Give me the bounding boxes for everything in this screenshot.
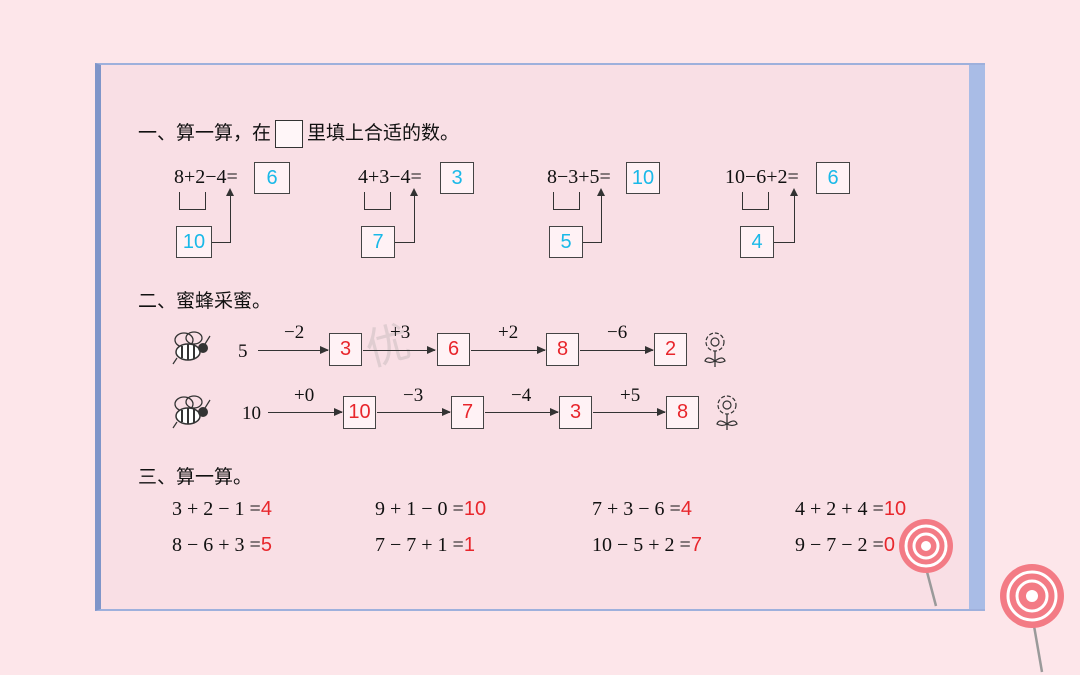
calc-item: 3 + 2 − 1 =4 (172, 498, 272, 521)
bracket-line (768, 192, 770, 210)
calc-expr: 3 + 2 − 1 = (172, 498, 261, 520)
calc-item: 4 + 2 + 4 =10 (795, 498, 906, 521)
arrow-icon (268, 407, 343, 417)
arrow-line (774, 242, 795, 244)
arrow-line (794, 194, 796, 243)
calc-answer: 4 (680, 498, 692, 520)
calc-expr: 7 + 3 − 6 = (592, 498, 681, 520)
bracket-line (553, 192, 555, 210)
blank-box-icon (275, 119, 304, 148)
arrow-icon (485, 407, 559, 417)
calc-answer: 4 (260, 498, 272, 520)
arrow-icon (593, 407, 666, 417)
arrow-icon (471, 345, 546, 355)
calc-expr: 9 − 7 − 2 = (795, 534, 884, 556)
bracket-line (364, 209, 391, 211)
chain-op: −6 (607, 322, 628, 343)
calc-answer: 10 (883, 498, 907, 520)
s1-expr: 10−6+2= (725, 166, 799, 188)
chain-result-box: 2 (654, 333, 687, 366)
flower-icon (716, 395, 738, 430)
calc-item: 7 + 3 − 6 =4 (592, 498, 692, 521)
section1-heading-prefix: 一、算一算，在 (138, 122, 272, 144)
chain-op: +3 (390, 322, 411, 343)
calc-expr: 4 + 2 + 4 = (795, 498, 884, 520)
section1-heading-suffix: 里填上合适的数。 (307, 122, 460, 144)
s1-intermediate-box: 5 (549, 226, 583, 258)
arrow-icon (258, 345, 329, 355)
calc-expr: 10 − 5 + 2 = (592, 534, 691, 556)
section1-heading: 一、算一算，在 里填上合适的数。 (138, 118, 459, 148)
chain-op: −3 (403, 385, 424, 406)
arrow-up-icon (226, 188, 234, 196)
chain-op: −2 (284, 322, 305, 343)
calc-item: 7 − 7 + 1 =1 (375, 534, 475, 557)
arrow-line (230, 194, 232, 243)
bracket-line (390, 192, 392, 210)
calc-item: 8 − 6 + 3 =5 (172, 534, 272, 557)
calc-answer: 10 (463, 498, 487, 520)
lollipop-icon (1000, 564, 1064, 673)
chain-result-box: 8 (546, 333, 579, 366)
chain-start: 10 (242, 403, 261, 424)
bracket-line (179, 192, 181, 210)
calc-expr: 8 − 6 + 3 = (172, 534, 261, 556)
chain-op: +2 (498, 322, 519, 343)
calc-expr: 7 − 7 + 1 = (375, 534, 464, 556)
s1-intermediate-box: 4 (740, 226, 774, 258)
bracket-line (553, 209, 580, 211)
bracket-line (205, 192, 207, 210)
arrow-line (601, 194, 603, 243)
arrow-icon (377, 407, 451, 417)
bracket-line (179, 209, 206, 211)
calc-item: 9 + 1 − 0 =10 (375, 498, 486, 521)
arrow-up-icon (410, 188, 418, 196)
arrow-line (583, 242, 602, 244)
s1-expr: 4+3−4= (358, 166, 422, 188)
arrow-line (414, 194, 416, 243)
bracket-line (742, 209, 769, 211)
section2-heading: 二、蜜蜂采蜜。 (138, 290, 272, 312)
chain-result-box: 3 (329, 333, 362, 366)
arrow-icon (363, 345, 436, 355)
worksheet-card (95, 63, 985, 611)
bracket-line (364, 192, 366, 210)
arrow-icon (580, 345, 654, 355)
chain-result-box: 7 (451, 396, 484, 429)
s1-intermediate-box: 7 (361, 226, 395, 258)
arrow-line (395, 242, 415, 244)
s1-intermediate-box: 10 (176, 226, 212, 258)
chain-result-box: 3 (559, 396, 592, 429)
section3-heading: 三、算一算。 (138, 466, 253, 488)
bee-icon (172, 395, 211, 429)
bracket-line (742, 192, 744, 210)
calc-expr: 9 + 1 − 0 = (375, 498, 464, 520)
arrow-line (212, 242, 231, 244)
bee-icon (172, 331, 211, 365)
calc-answer: 7 (690, 534, 702, 556)
calc-answer: 1 (463, 534, 475, 556)
chain-result-box: 6 (437, 333, 470, 366)
calc-answer: 0 (883, 534, 895, 556)
arrow-up-icon (790, 188, 798, 196)
s1-answer-box: 6 (254, 162, 290, 194)
calc-item: 10 − 5 + 2 =7 (592, 534, 702, 557)
s1-expr: 8+2−4= (174, 166, 238, 188)
chain-op: −4 (511, 385, 532, 406)
chain-op: +5 (620, 385, 641, 406)
chain-result-box: 8 (666, 396, 699, 429)
chain-result-box: 10 (343, 396, 376, 429)
s1-answer-box: 6 (816, 162, 850, 194)
bracket-line (579, 192, 581, 210)
calc-answer: 5 (260, 534, 272, 556)
lollipop-icon (899, 519, 953, 607)
calc-item: 9 − 7 − 2 =0 (795, 534, 895, 557)
s1-answer-box: 3 (440, 162, 474, 194)
chain-op: +0 (294, 385, 315, 406)
arrow-up-icon (597, 188, 605, 196)
flower-icon (704, 332, 726, 367)
s1-expr: 8−3+5= (547, 166, 611, 188)
s1-answer-box: 10 (626, 162, 660, 194)
chain-start: 5 (238, 341, 248, 362)
